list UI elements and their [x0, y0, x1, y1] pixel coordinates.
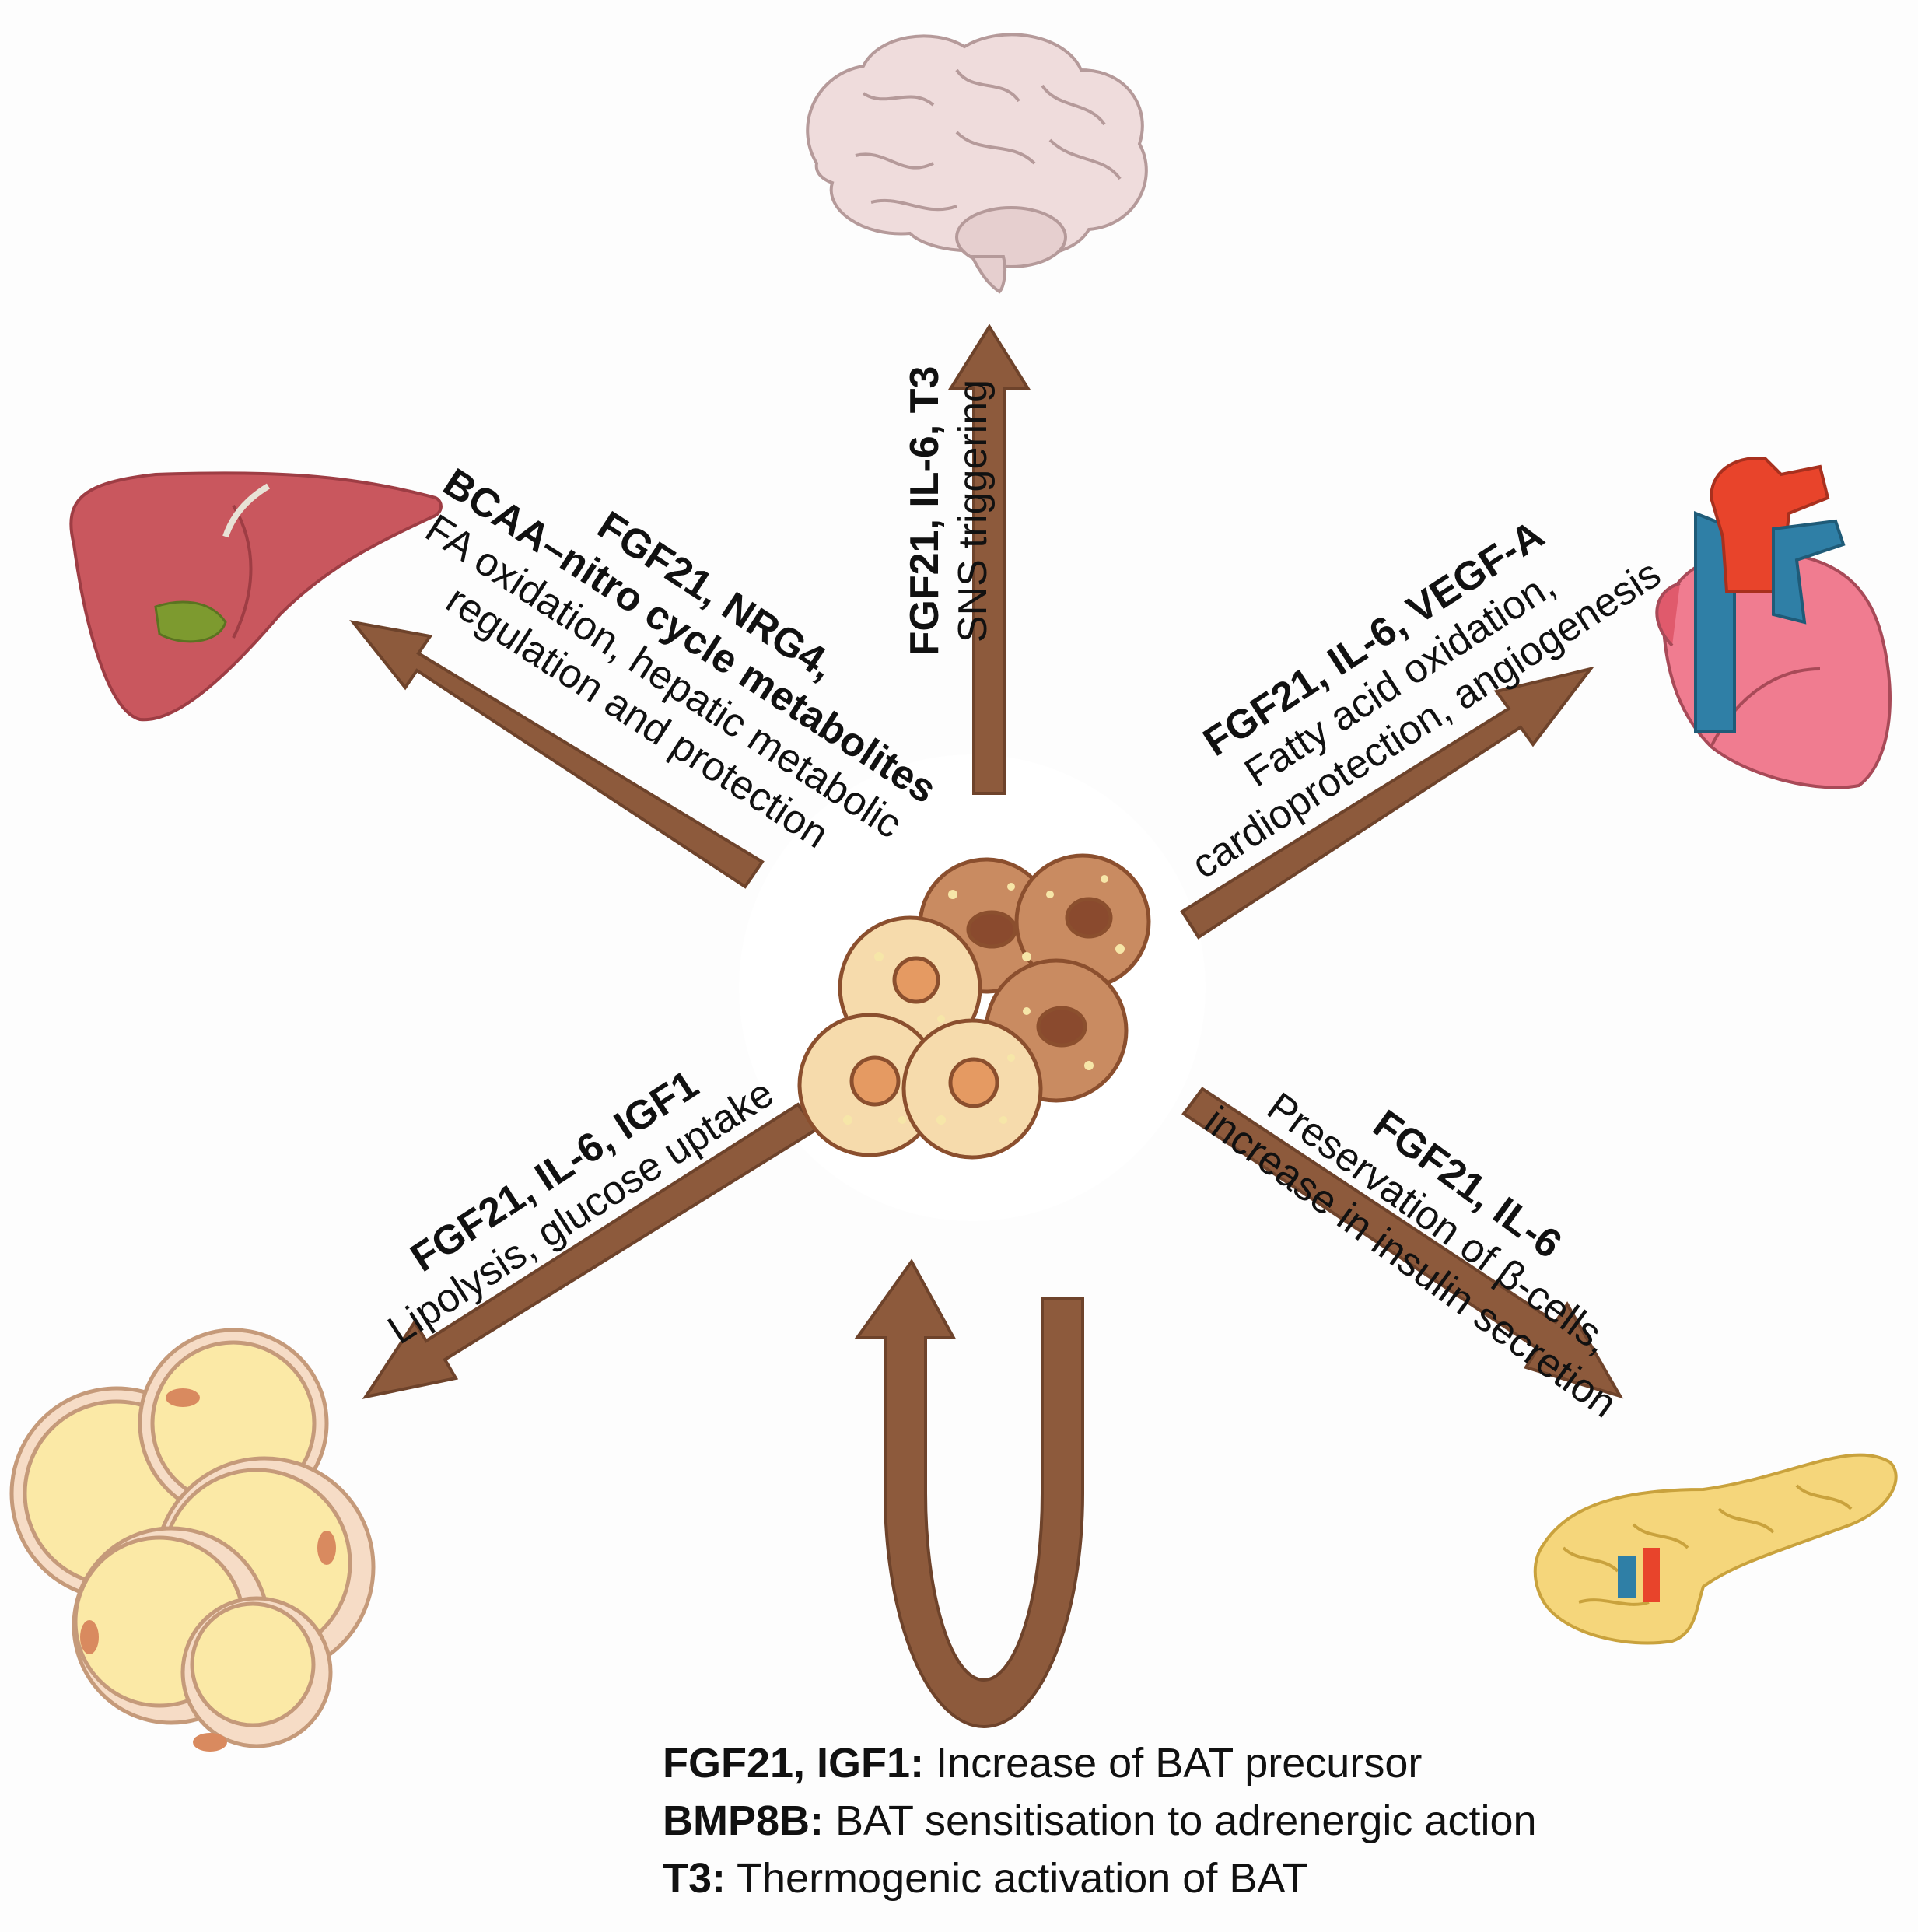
brown-adipose-cells: [797, 853, 1151, 1160]
heart-illustration: [1655, 457, 1892, 789]
arrow-to-brain: [947, 324, 1031, 795]
arrow-to-liver: [349, 620, 765, 889]
legend-row: FGF21, IGF1: Increase of BAT precursor: [663, 1734, 1537, 1792]
legend-effect: Increase of BAT precursor: [924, 1740, 1423, 1787]
pancreas-illustration: [1533, 1453, 1898, 1645]
legend-factors: T3:: [663, 1855, 726, 1902]
arrow-to-heart: [1180, 666, 1594, 940]
legend-effect: Thermogenic activation of BAT: [726, 1855, 1308, 1902]
liver-illustration: [69, 471, 443, 722]
arrows: [349, 324, 1624, 1728]
legend-effect: BAT sensitisation to adrenergic action: [824, 1797, 1537, 1844]
legend-row: BMP8B: BAT sensitisation to adrenergic a…: [663, 1792, 1537, 1850]
arrow-to-white-adipose: [362, 1102, 819, 1399]
arrow-to-pancreas: [1181, 1087, 1624, 1399]
autocrine-legend: FGF21, IGF1: Increase of BAT precursor B…: [663, 1734, 1537, 1907]
white-adipose-illustration: [9, 1328, 376, 1752]
brain-effect: SNS triggering: [950, 379, 996, 643]
legend-factors: BMP8B:: [663, 1797, 824, 1844]
autocrine-loop-arrow: [854, 1258, 1084, 1728]
brain-factors: FGF21, IL-6, T3: [902, 366, 947, 656]
legend-row: T3: Thermogenic activation of BAT: [663, 1850, 1537, 1907]
legend-factors: FGF21, IGF1:: [663, 1740, 925, 1787]
brain-label: FGF21, IL-6, T3 SNS triggering: [901, 309, 997, 713]
brain-illustration: [806, 33, 1148, 294]
